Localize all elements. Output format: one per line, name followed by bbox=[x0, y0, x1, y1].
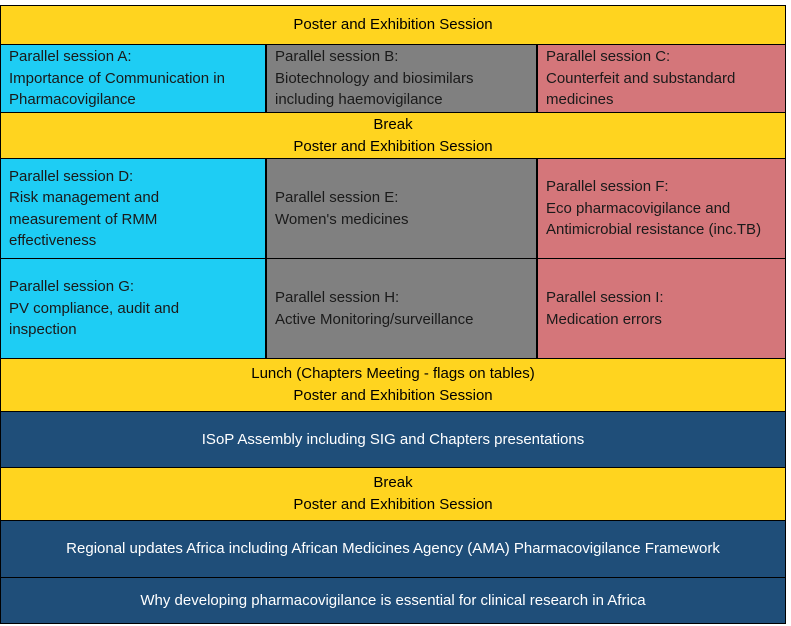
session-topic-line: Women's medicines bbox=[275, 210, 409, 228]
parallel-session-c: Parallel session C: Counterfeit and subs… bbox=[537, 44, 786, 113]
poster-session-row: Poster and Exhibition Session bbox=[0, 5, 786, 45]
session-topic-line: Active Monitoring/surveillance bbox=[275, 310, 474, 328]
parallel-session-h: Parallel session H: Active Monitoring/su… bbox=[266, 258, 537, 359]
parallel-session-a: Parallel session A: Importance of Commun… bbox=[0, 44, 266, 113]
row-text: Break bbox=[373, 115, 413, 133]
parallel-session-e: Parallel session E: Women's medicines bbox=[266, 158, 537, 259]
session-title: Parallel session H: bbox=[275, 289, 400, 306]
session-topic-line: effectiveness bbox=[9, 232, 97, 249]
parallel-sessions-ghi-row: Parallel session G: PV compliance, audit… bbox=[0, 258, 786, 359]
parallel-sessions-abc-row: Parallel session A: Importance of Commun… bbox=[0, 44, 786, 113]
row-text: Lunch (Chapters Meeting - flags on table… bbox=[251, 365, 535, 382]
session-topic-line: Counterfeit and substandard bbox=[546, 69, 736, 87]
session-topic-line: inspection bbox=[9, 321, 77, 339]
lunch-row: Lunch (Chapters Meeting - flags on table… bbox=[0, 358, 786, 412]
session-topic-line: PV compliance, audit and bbox=[9, 299, 180, 317]
session-title: Parallel session A: bbox=[9, 48, 132, 66]
session-title: Parallel session I: bbox=[546, 289, 664, 306]
session-topic-line: Antimicrobial resistance (inc.TB) bbox=[546, 221, 762, 239]
parallel-session-f: Parallel session F: Eco pharmacovigilanc… bbox=[537, 158, 786, 259]
session-title: Parallel session B: bbox=[275, 48, 399, 66]
isop-assembly-row: ISoP Assembly including SIG and Chapters… bbox=[0, 411, 786, 468]
row-text: Why developing pharmacovigilance is esse… bbox=[140, 591, 646, 609]
session-topic-line: measurement of RMM bbox=[9, 210, 158, 228]
session-topic-line: Risk management and bbox=[9, 189, 160, 206]
parallel-session-d: Parallel session D: Risk management and … bbox=[0, 158, 266, 259]
row-text: ISoP Assembly including SIG and Chapters… bbox=[201, 430, 585, 448]
row-text: Poster and Exhibition Session bbox=[293, 137, 493, 155]
session-topic-line: Biotechnology and biosimilars bbox=[275, 69, 474, 87]
session-title: Parallel session G: bbox=[9, 278, 135, 296]
row-text: Poster and Exhibition Session bbox=[293, 496, 493, 513]
clinical-research-row: Why developing pharmacovigilance is esse… bbox=[0, 577, 786, 624]
session-topic-line: medicines bbox=[546, 91, 614, 109]
break-row-2: Break Poster and Exhibition Session bbox=[0, 467, 786, 521]
session-topic-line: Pharmacovigilance bbox=[9, 91, 136, 109]
parallel-session-i: Parallel session I: Medication errors bbox=[537, 258, 786, 359]
row-text: Poster and Exhibition Session bbox=[293, 16, 493, 33]
session-title: Parallel session C: bbox=[546, 48, 671, 66]
session-title: Parallel session F: bbox=[546, 178, 669, 196]
session-title: Parallel session D: bbox=[9, 167, 134, 185]
session-topic-line: Eco pharmacovigilance and bbox=[546, 199, 731, 217]
break-row: Break Poster and Exhibition Session bbox=[0, 112, 786, 159]
session-topic-line: Medication errors bbox=[546, 310, 662, 328]
parallel-session-g: Parallel session G: PV compliance, audit… bbox=[0, 258, 266, 359]
parallel-sessions-def-row: Parallel session D: Risk management and … bbox=[0, 158, 786, 259]
parallel-session-b: Parallel session B: Biotechnology and bi… bbox=[266, 44, 537, 113]
row-text: Regional updates Africa including Africa… bbox=[66, 540, 720, 557]
regional-updates-row: Regional updates Africa including Africa… bbox=[0, 520, 786, 578]
session-topic-line: including haemovigilance bbox=[275, 91, 443, 109]
session-topic-line: Importance of Communication in bbox=[9, 69, 225, 87]
row-text: Poster and Exhibition Session bbox=[293, 387, 493, 404]
session-title: Parallel session E: bbox=[275, 189, 399, 206]
row-text: Break bbox=[373, 474, 413, 491]
